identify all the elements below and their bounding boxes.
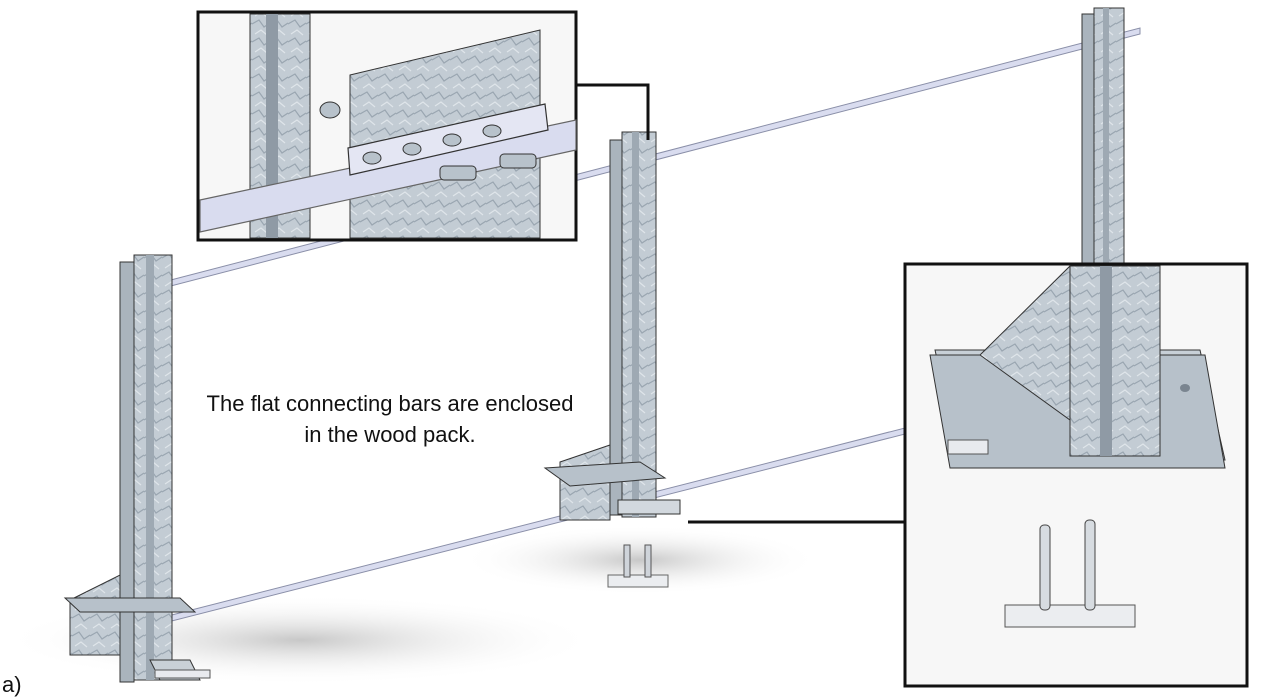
post-middle: [543, 131, 681, 588]
post-left: [63, 254, 211, 683]
post-right: [1081, 7, 1125, 275]
detail-inset-top: [196, 10, 578, 242]
detail-inset-bottom: [903, 262, 1249, 688]
lower-bar: [159, 427, 906, 625]
bolts: [319, 101, 537, 181]
leader-line-top: [576, 83, 650, 140]
diagram-caption: The flat connecting bars are enclosed in…: [206, 391, 574, 447]
figure-label: a): [2, 672, 22, 697]
